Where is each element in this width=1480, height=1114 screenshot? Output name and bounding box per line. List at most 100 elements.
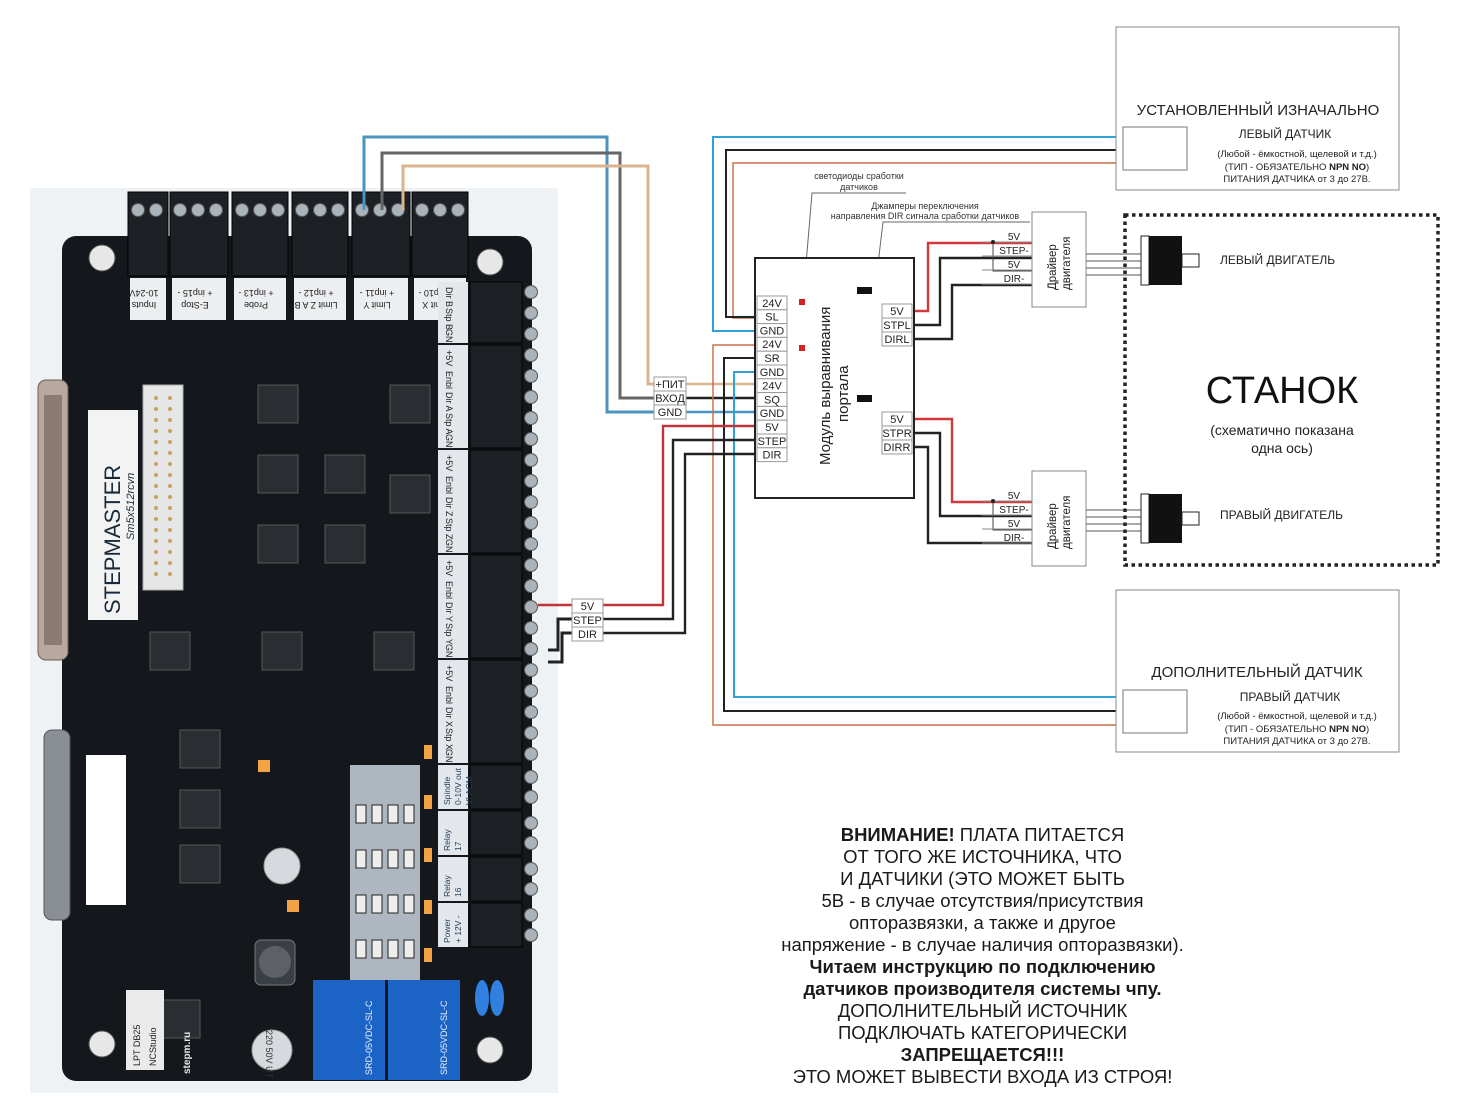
warning-note: ВНИМАНИЕ! ПЛАТА ПИТАЕТСЯ ОТ ТОГО ЖЕ ИСТО… (760, 824, 1205, 1088)
warning-line-8: датчиков производителя системы чпу. (803, 978, 1162, 999)
ic-chip (179, 789, 221, 829)
terminal-label-sub: 10-24V (129, 288, 158, 298)
module-subtitle: портала (835, 365, 852, 422)
ic-chip (257, 454, 299, 494)
side-terminal-text: Dir B (444, 287, 454, 307)
jumper (355, 894, 367, 914)
machine-subtitle-line1: (схематично показана (1210, 422, 1354, 438)
screw-terminal (524, 390, 538, 404)
side-terminal-text: GND (444, 539, 454, 560)
sensor-type-prefix: (ТИП - ОБЯЗАТЕЛЬНО (1225, 162, 1329, 173)
motor-shaft (1181, 511, 1200, 526)
idc-pin (168, 429, 172, 433)
idc-pin (168, 473, 172, 477)
terminal-label (130, 278, 166, 320)
varistor (475, 980, 489, 1016)
idc-pin (168, 462, 172, 466)
screw-terminal (524, 790, 538, 804)
driver-subtitle: двигателя (1061, 496, 1073, 549)
idc-pin (168, 451, 172, 455)
driver-pin-label: 5V (1008, 519, 1021, 530)
sensor-connector-pin-box (653, 404, 687, 420)
side-terminal-text: VI ACM (464, 776, 474, 805)
module-left-pin-label: STEP (758, 436, 787, 448)
screw-terminal (524, 770, 538, 784)
screw-terminal (524, 836, 538, 850)
module-left-pin-label: GND (760, 367, 785, 379)
driver-box (1031, 470, 1087, 567)
side-terminal-text: GND (444, 329, 454, 350)
jumper (403, 894, 415, 914)
side-terminal-label (438, 857, 468, 901)
side-terminal-text: Enbl (444, 686, 454, 704)
idc-pin (168, 484, 172, 488)
sensor-connector-pin-label: ВХОД (655, 393, 685, 405)
side-terminal-block (469, 554, 523, 659)
sensor-led-left (799, 299, 805, 305)
screw-terminal (524, 579, 538, 593)
terminal-label-text: E-Stop (181, 300, 209, 310)
ic-chip (324, 524, 366, 564)
side-terminal-block (469, 449, 523, 554)
wires (362, 135, 1150, 726)
wire-sensor-gnd (362, 135, 685, 414)
side-terminal-text: Enbl (444, 581, 454, 599)
dir-jumper-left (857, 287, 872, 294)
side-terminal-text: Stp Y (444, 623, 454, 645)
wire-right-driver-5v-jumper (992, 502, 1032, 531)
screw-terminal (451, 203, 465, 217)
side-terminal-text: Stp X (444, 728, 454, 750)
ic-chips (149, 384, 431, 1039)
mount-hole (476, 1036, 504, 1064)
dir-jumper-right (857, 395, 872, 402)
led-indicator-label (126, 990, 164, 1070)
side-terminal-block (469, 810, 523, 856)
annotation-jumpers-line2: направления DIR сигнала сработки датчико… (831, 211, 1020, 221)
side-terminal-text: GND (444, 434, 454, 455)
motor-shaft (1181, 253, 1200, 268)
wire-step-board (548, 617, 572, 652)
driver-pin-label: STEP- (999, 246, 1028, 257)
module-right-bottom-pin-label: DIRR (884, 442, 911, 454)
led-label-lpt: LPT DB25 (132, 1025, 142, 1066)
jumper (371, 849, 383, 869)
idc-pin (154, 429, 158, 433)
ic-chip (324, 454, 366, 494)
wire-left-driver-dir (912, 283, 1032, 341)
idc-pin (168, 396, 172, 400)
wire-right-driver-step (912, 431, 1032, 518)
screw-terminal (524, 306, 538, 320)
screw-terminal (235, 203, 249, 217)
warning-line-5: опторазвязки, а также и другое (849, 912, 1116, 933)
idc-pin (154, 396, 158, 400)
terminal-label-text: Inputs (131, 300, 156, 310)
wire-right-driver-dir (912, 445, 1032, 545)
model-text: Sm5x512rcvn (125, 473, 137, 540)
annotation-jumpers-line1: Джамперы переключения (871, 201, 979, 211)
module-left-pin-label: GND (760, 325, 785, 337)
idc-pin (168, 572, 172, 576)
terminal-label-sub: + inp15 - (177, 288, 212, 298)
terminal-label (294, 278, 346, 320)
screw-terminal (524, 432, 538, 446)
motor-cable-right (1086, 509, 1150, 532)
side-terminal-text: Dir X (444, 707, 454, 727)
ic-chip (389, 474, 431, 514)
side-terminal-label (438, 345, 468, 448)
wire-right-driver-5v (912, 417, 1032, 504)
side-terminal-text: +5V (444, 455, 454, 471)
idc-pin (168, 495, 172, 499)
wire-left-sensor-sl (725, 149, 1123, 318)
relay-17 (388, 980, 460, 1080)
terminal-label-text: Probe (244, 300, 268, 310)
screw-terminal (313, 203, 327, 217)
terminal-label-text: Limit Z A B (294, 300, 337, 310)
module-left-pin-label: SR (764, 353, 779, 365)
driver-pin-label: 5V (1008, 260, 1021, 271)
module-left-pin-label: 5V (765, 422, 779, 434)
warning-line-6: напряжение - в случае наличия опторазвяз… (781, 934, 1184, 955)
module-left-pin-label: 24V (762, 381, 782, 393)
capacitor-label: 220 50V UT (264, 1030, 274, 1079)
